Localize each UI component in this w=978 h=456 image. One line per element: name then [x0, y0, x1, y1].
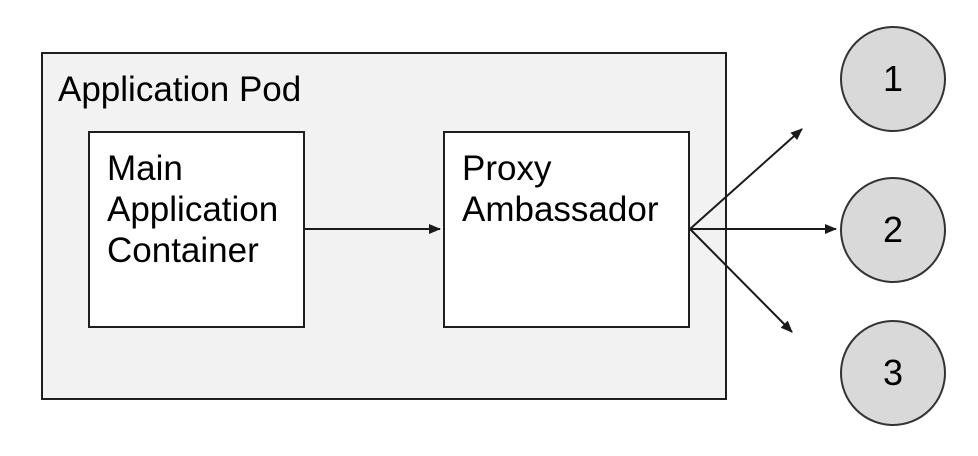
application-pod-label: Application Pod — [58, 70, 302, 109]
endpoint-circle-3: 3 — [840, 320, 946, 426]
endpoint-circle-1: 1 — [840, 26, 946, 132]
proxy-ambassador-label: Proxy Ambassador — [462, 149, 659, 229]
endpoint-2-label: 2 — [882, 209, 904, 250]
endpoint-3-label: 3 — [882, 352, 904, 393]
proxy-ambassador-box: Proxy Ambassador — [443, 131, 690, 328]
endpoint-circle-2: 2 — [840, 177, 946, 283]
main-application-container-box: Main Application Container — [88, 131, 305, 328]
main-application-container-label: Main Application Container — [107, 149, 279, 270]
endpoint-1-label: 1 — [882, 58, 904, 99]
